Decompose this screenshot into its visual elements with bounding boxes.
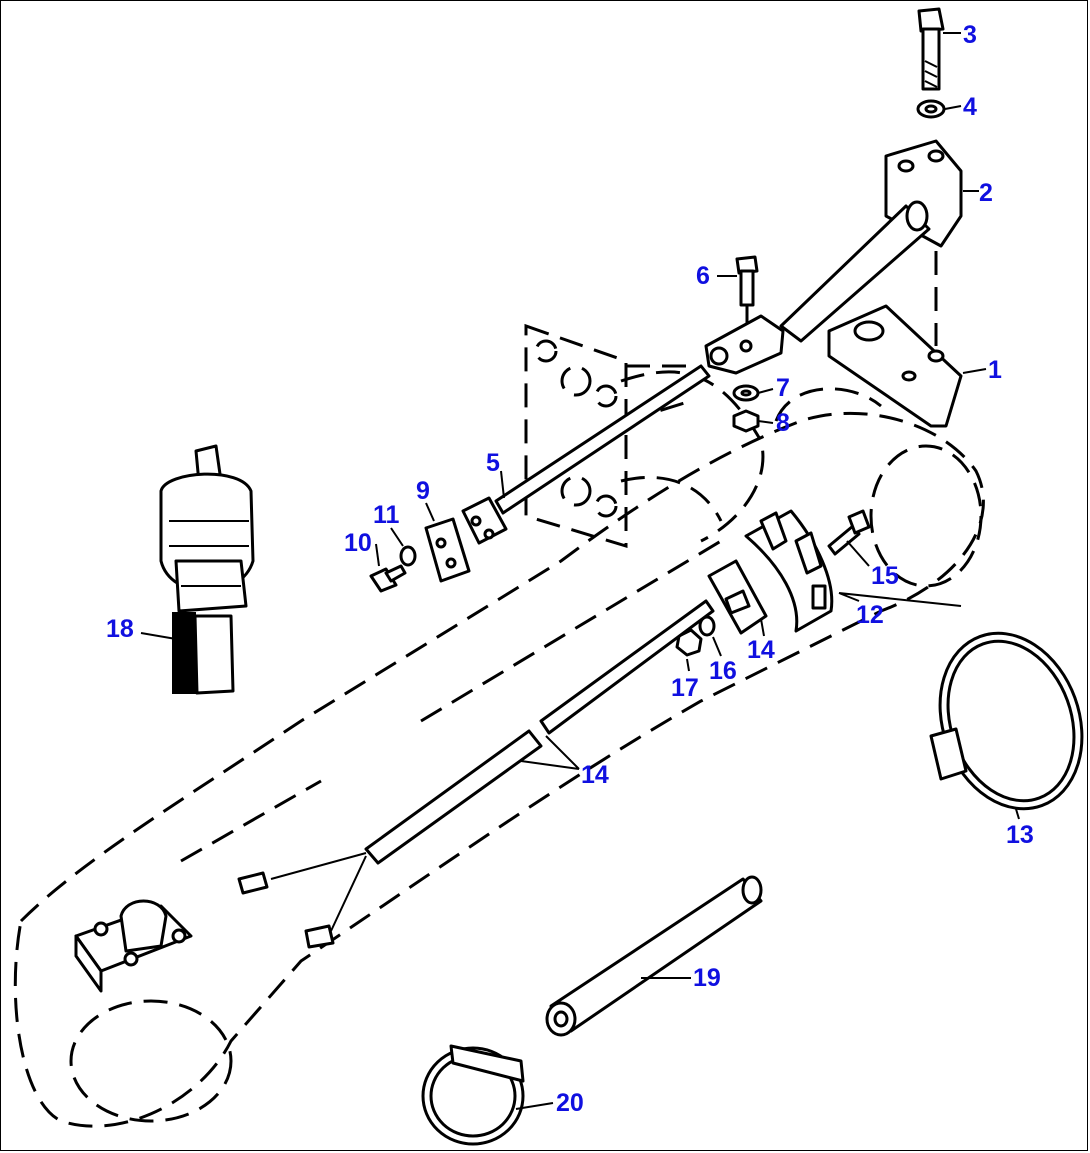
callout-14-cable: 14 — [581, 761, 609, 789]
mounting-block-ghost — [524, 323, 692, 549]
callout-5: 5 — [486, 449, 500, 477]
washer-part-11 — [399, 545, 417, 567]
cable-harness-part-14 — [237, 599, 715, 949]
clamp-part-20 — [421, 1044, 525, 1146]
arm-ghost-outline — [13, 370, 985, 1128]
callout-18: 18 — [106, 615, 134, 643]
callout-16: 16 — [709, 657, 737, 685]
callout-19: 19 — [693, 964, 721, 992]
arm-fitting — [74, 899, 193, 993]
callout-6: 6 — [696, 262, 710, 290]
sensor-part-18 — [159, 444, 255, 695]
callout-13: 13 — [1006, 821, 1034, 849]
callout-14-bracket: 14 — [747, 636, 775, 664]
callout-17: 17 — [671, 674, 699, 702]
callout-15: 15 — [871, 562, 899, 590]
plate-part-1 — [827, 251, 963, 428]
callout-7: 7 — [776, 374, 790, 402]
cover-part-12 — [744, 509, 834, 633]
bolt-part-3 — [917, 7, 945, 91]
clamp-part-13 — [929, 631, 1084, 811]
callout-10: 10 — [344, 529, 372, 557]
callout-8: 8 — [776, 409, 790, 437]
callout-20: 20 — [556, 1089, 584, 1117]
callout-11: 11 — [373, 501, 400, 529]
bracket-part-14 — [707, 559, 768, 635]
leader-lines — [140, 32, 1020, 1110]
nut-part-17 — [675, 628, 703, 657]
tube-part-19 — [545, 875, 763, 1037]
bolt-part-6 — [735, 255, 759, 331]
clamp-block — [704, 314, 785, 375]
callout-2: 2 — [979, 179, 993, 207]
nut-part-8 — [732, 409, 760, 433]
bracket-rod-part-2 — [779, 139, 963, 343]
rod-part-5 — [494, 364, 711, 515]
callout-12: 12 — [856, 601, 884, 629]
clamp-part-9 — [424, 496, 508, 583]
washer-part-7 — [732, 384, 760, 402]
callout-1: 1 — [988, 356, 1002, 384]
callout-labels: 3 4 2 1 6 7 8 5 9 11 10 15 12 14 16 17 1… — [106, 21, 1034, 1117]
bolt-part-15 — [827, 509, 871, 556]
callout-9: 9 — [416, 477, 430, 505]
callout-3: 3 — [963, 21, 977, 49]
washer-part-4 — [916, 99, 946, 119]
callout-4: 4 — [963, 93, 977, 121]
bolt-part-10 — [369, 564, 407, 593]
